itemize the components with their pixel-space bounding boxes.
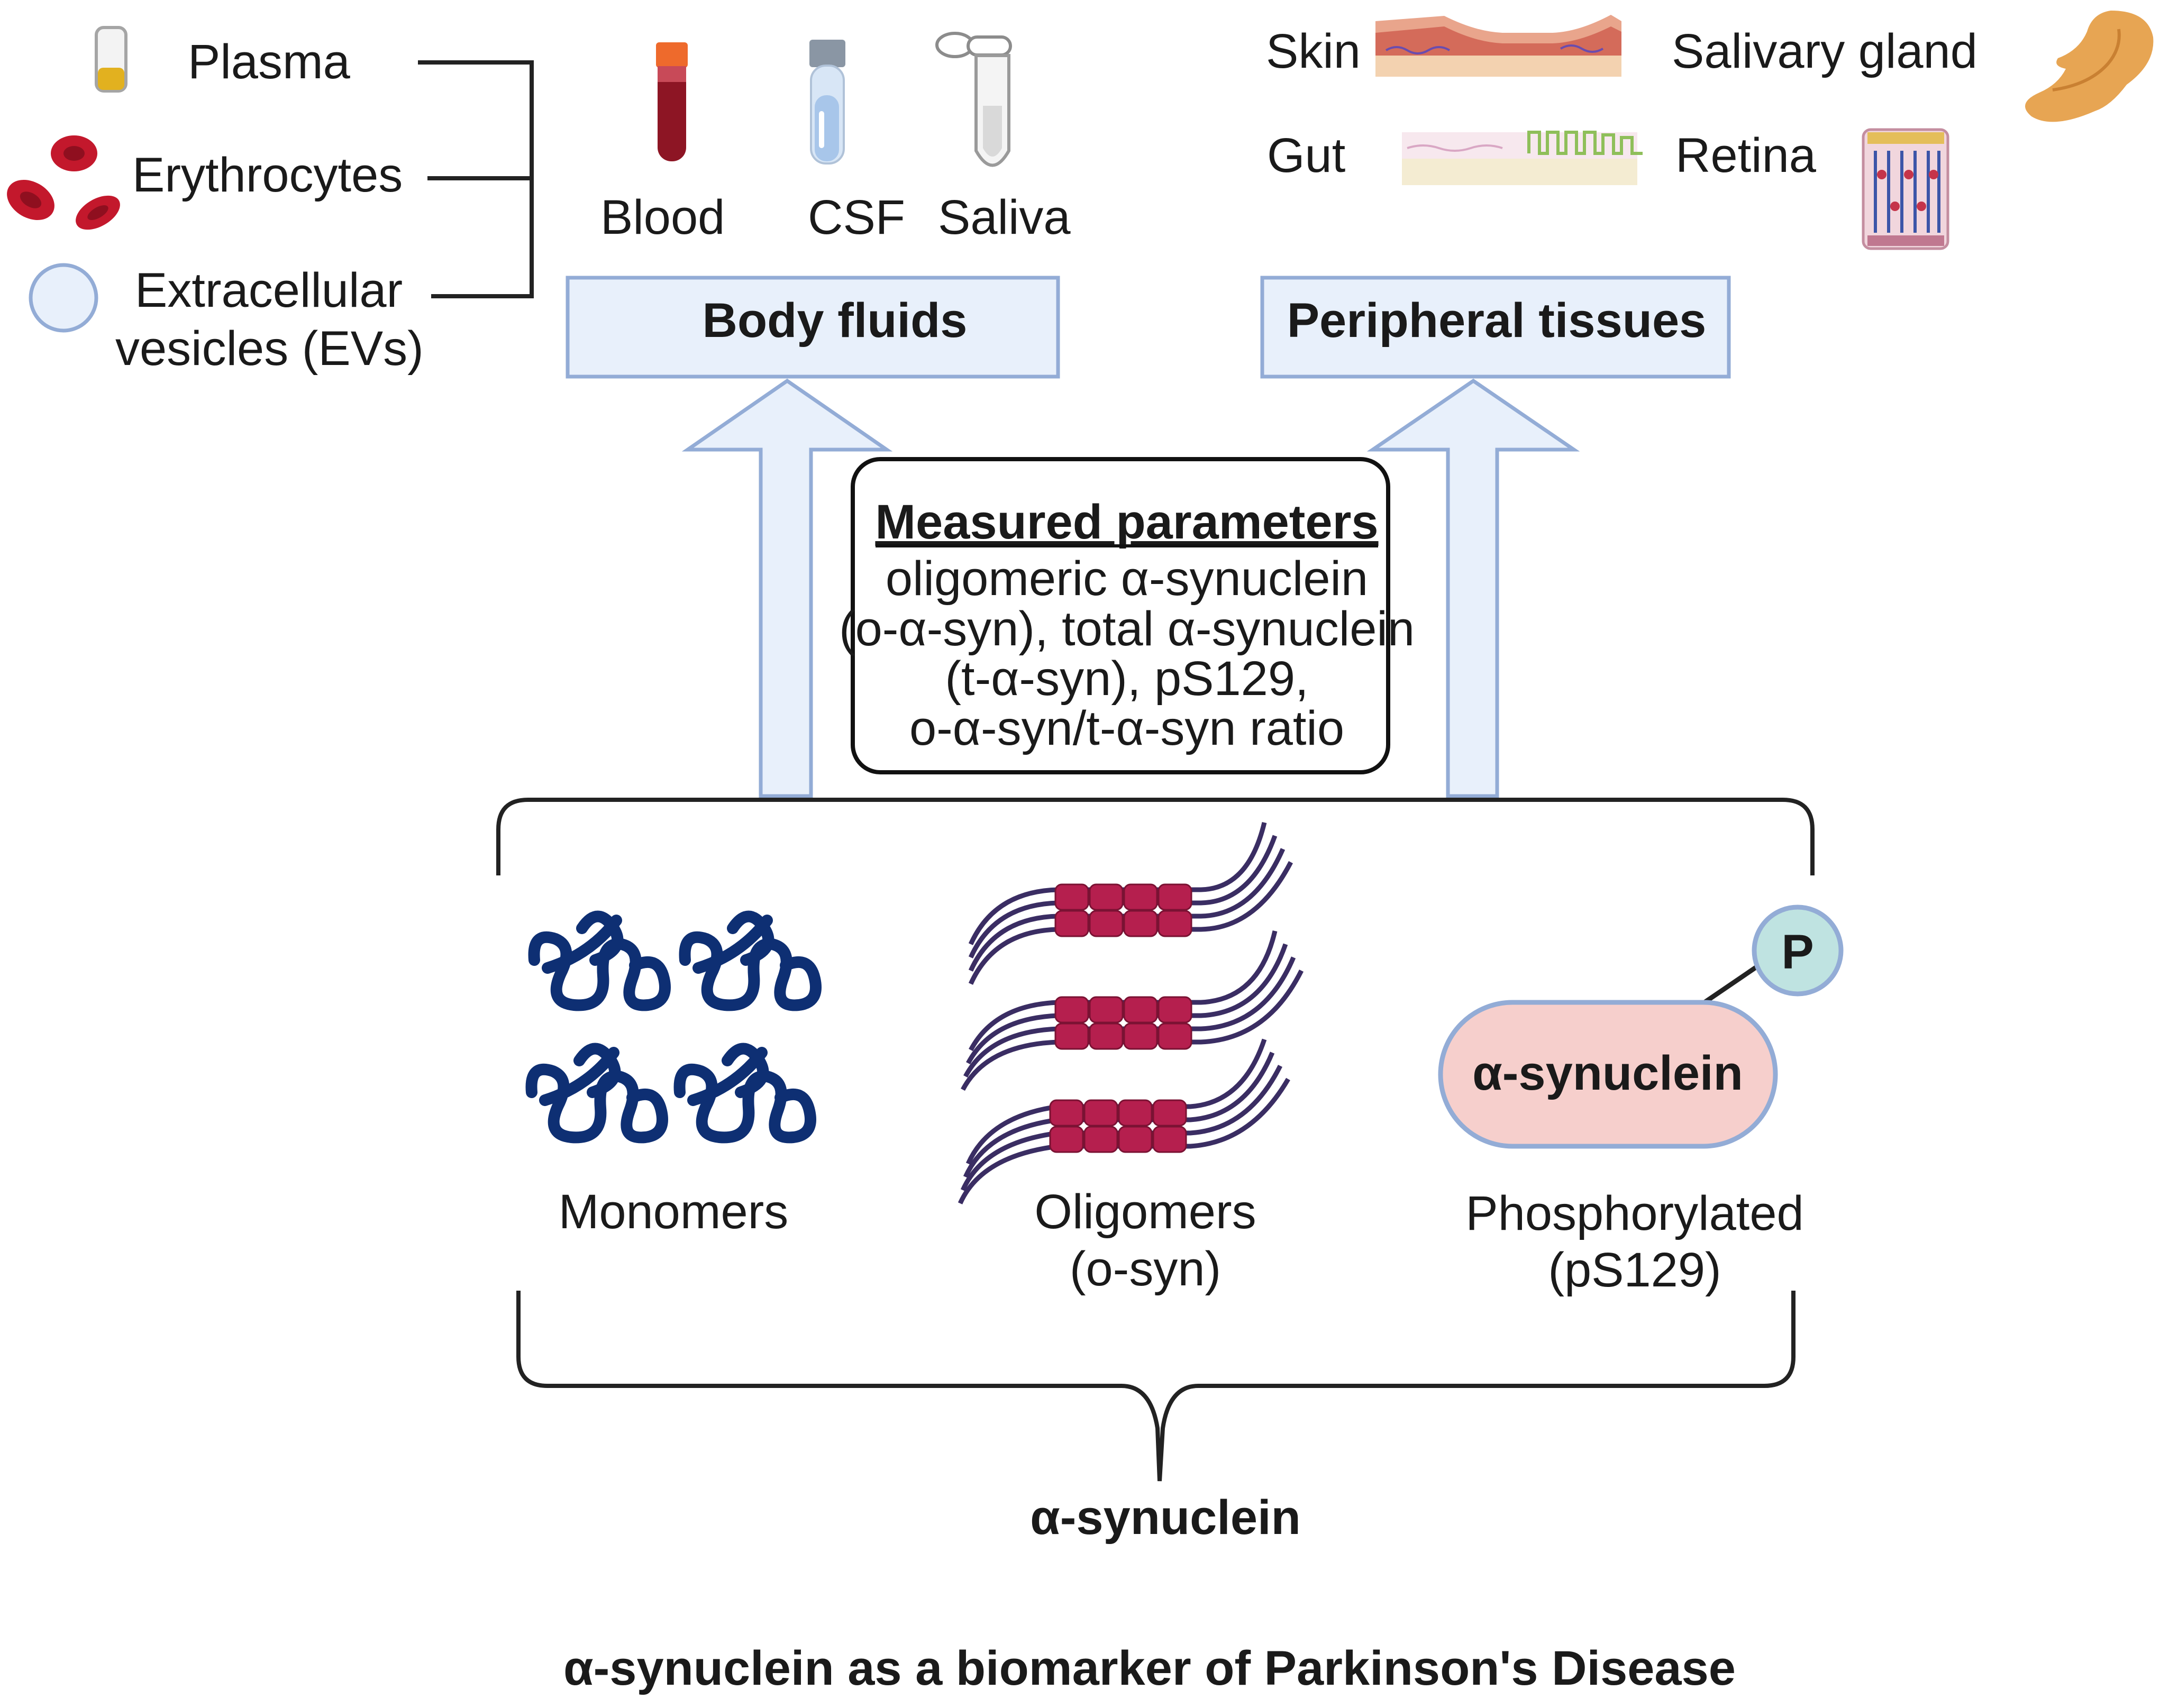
peripheral-tissues-box	[1260, 276, 1731, 379]
ev-label-line2: vesicles (EVs)	[115, 322, 424, 376]
body-fluids-header: Body fluids	[703, 294, 968, 348]
phosphate-circle-icon	[1752, 905, 1844, 997]
figure-title: α-synuclein as a biomarker of Parkinson'…	[563, 1641, 1736, 1695]
phosphorylated-label-line1: Phosphorylated	[1465, 1186, 1803, 1240]
measured-line-2: (o-α-syn), total α-synuclein	[839, 602, 1415, 656]
retina-tissue-icon	[1862, 128, 1949, 250]
skin-tissue-icon	[1375, 15, 1621, 77]
saliva-tube-icon	[935, 32, 1012, 167]
phospho-link	[1703, 960, 1766, 1004]
alpha-synuclein-pill	[1438, 1000, 1778, 1149]
blood-tube-icon	[656, 42, 688, 161]
up-arrow-peripheral-tissues	[1366, 378, 1580, 798]
measured-line-4: o-α-syn/t-α-syn ratio	[909, 701, 1344, 755]
up-arrow-body-fluids	[681, 378, 893, 798]
measured-line-3: (t-α-syn), pS129,	[945, 652, 1308, 706]
alpha-synuclein-pill-label: α-synuclein	[1472, 1046, 1743, 1100]
measured-parameters-title: Measured parameters	[875, 495, 1378, 549]
erythrocytes-icon	[7, 135, 120, 230]
retina-label: Retina	[1675, 129, 1817, 182]
oligomers-icon	[958, 821, 1304, 1204]
peripheral-tissues-header: Peripheral tissues	[1287, 294, 1707, 348]
oligomers-label-line2: (o-syn)	[1070, 1242, 1221, 1296]
plasma-tube-icon	[95, 26, 127, 93]
gut-label: Gut	[1267, 129, 1345, 182]
csf-tube-icon	[809, 40, 845, 165]
phosphorylated-label-line2: (pS129)	[1548, 1243, 1721, 1297]
monomers-icon	[525, 910, 822, 1144]
measured-parameters-box	[851, 457, 1390, 774]
extracellular-vesicle-icon	[29, 263, 98, 333]
plasma-label: Plasma	[188, 35, 351, 89]
blood-label: Blood	[600, 190, 725, 244]
oligomers-label-line1: Oligomers	[1034, 1185, 1256, 1239]
sources-bracket	[418, 60, 534, 298]
phosphate-label: P	[1781, 925, 1813, 979]
forms-top-bracket	[496, 798, 1815, 875]
ev-label-line1: Extracellular	[135, 263, 403, 317]
alpha-synuclein-group-label: α-synuclein	[1030, 1491, 1301, 1545]
skin-label: Skin	[1266, 24, 1361, 78]
salivary-gland-icon	[2025, 11, 2154, 122]
salivary-gland-label: Salivary gland	[1672, 24, 1977, 78]
monomers-label: Monomers	[559, 1185, 789, 1239]
body-fluids-box	[566, 276, 1060, 379]
forms-bottom-brace	[516, 1291, 1796, 1482]
saliva-label: Saliva	[938, 190, 1071, 244]
erythrocytes-label: Erythrocytes	[132, 148, 403, 202]
gut-tissue-icon	[1402, 131, 1643, 185]
measured-line-1: oligomeric α-synuclein	[886, 552, 1368, 606]
csf-label: CSF	[808, 190, 905, 244]
